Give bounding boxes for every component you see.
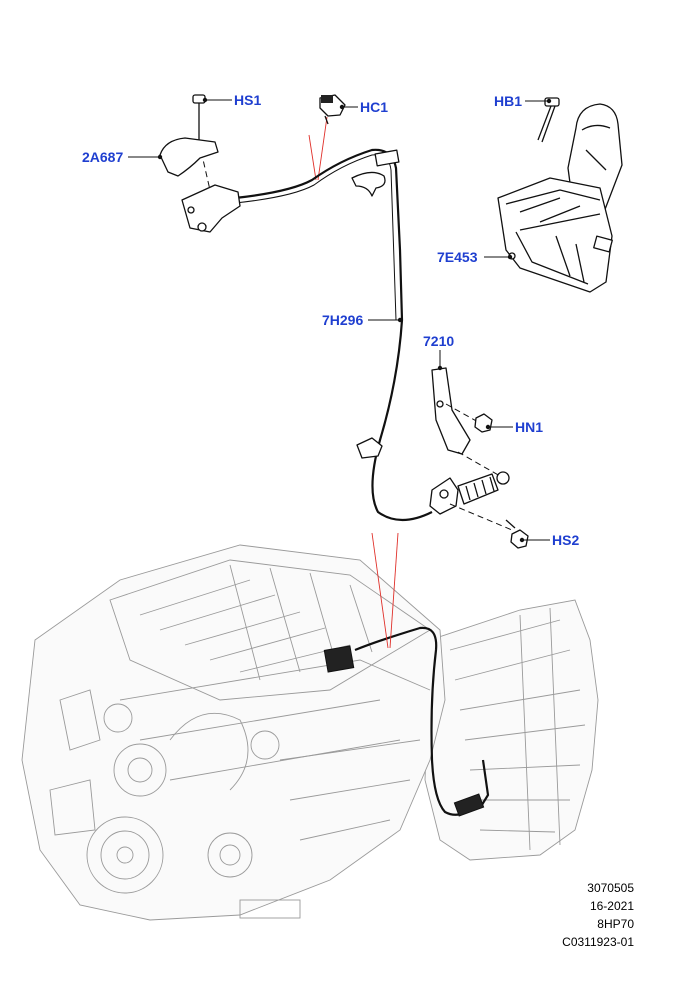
bolt-hs2 (505, 519, 529, 549)
engine-transmission-assembly (21, 544, 599, 921)
lever-bracket-7210 (431, 367, 501, 477)
reference-number: 3070505 (587, 881, 634, 895)
callout-7e453: 7E453 (437, 249, 478, 265)
callout-2a687: 2A687 (82, 149, 123, 165)
cable-end-fitting (429, 471, 513, 531)
transmission-model: 8HP70 (597, 917, 634, 931)
cable-bracket-2a687 (159, 94, 241, 233)
callout-leaders (128, 97, 552, 543)
shift-cable (234, 148, 433, 522)
callout-7210: 7210 (423, 333, 454, 349)
callout-hs1: HS1 (234, 92, 261, 108)
callout-hc1: HC1 (360, 99, 388, 115)
diagram-reference-block: 3070505 16-2021 8HP70 C0311923-01 (562, 879, 634, 951)
callout-7h296: 7H296 (322, 312, 363, 328)
gear-selector-7e453 (497, 97, 623, 293)
illustration-id: C0311923-01 (562, 935, 634, 949)
callout-hb1: HB1 (494, 93, 522, 109)
nut-hn1 (474, 413, 493, 433)
reference-date-code: 16-2021 (589, 899, 634, 913)
callout-hs2: HS2 (552, 532, 579, 548)
pointer-lines (308, 116, 399, 649)
cable-clip-hc1 (319, 94, 346, 125)
callout-hn1: HN1 (515, 419, 543, 435)
